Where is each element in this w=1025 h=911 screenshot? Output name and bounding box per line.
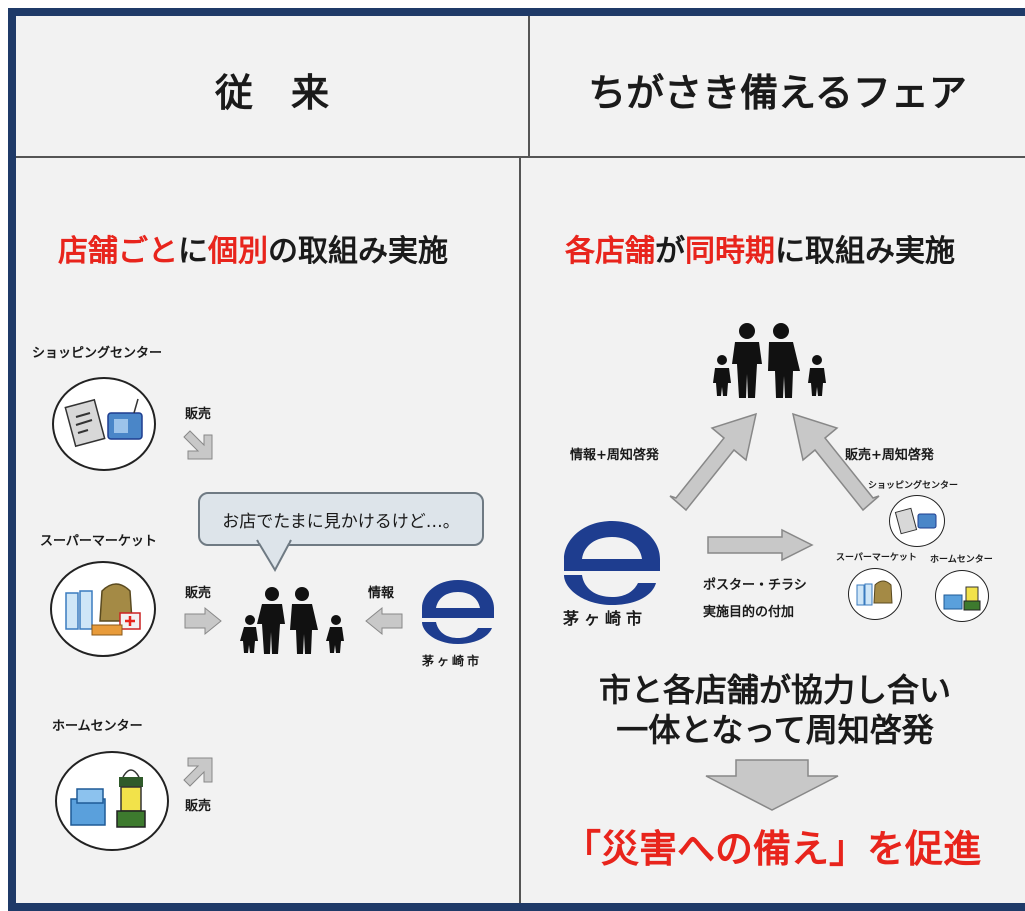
frame-border-left	[8, 8, 16, 911]
message-line-1: 市と各店舗が協力し合い	[598, 671, 951, 709]
right-store-label-shopping: ショッピングセンター	[868, 481, 959, 491]
speech-bubble: お店でたまに見かけるけど…。	[198, 492, 484, 546]
frame-border-top	[8, 8, 1025, 16]
divider-header	[528, 16, 530, 156]
left-sale-label-1: 販売	[185, 407, 212, 422]
arrow-up-right-large	[669, 412, 758, 512]
header-fair: ちがさき備えるフェア	[588, 71, 967, 115]
left-sale-label-2: 販売	[185, 586, 212, 601]
arrow-down-right	[183, 430, 213, 460]
right-city-name: 茅ヶ崎市	[563, 609, 648, 628]
message-line-2: 一体となって周知啓発	[616, 711, 934, 749]
purpose-label: 実施目的の付加	[703, 605, 795, 620]
shopping-center-goods-icon	[52, 377, 156, 471]
city-logo-icon	[422, 580, 494, 644]
store-name-home-center: ホームセンター	[52, 719, 143, 734]
right-sales-label: 販売+周知啓発	[845, 448, 934, 463]
supermarket-goods-icon	[50, 561, 156, 657]
supermarket-mini-icon	[848, 568, 902, 620]
arrow-up-right	[183, 757, 213, 787]
left-subtitle: 店舗ごとに個別の取組み実施	[58, 234, 448, 269]
poster-label: ポスター・チラシ	[703, 578, 807, 593]
city-logo-icon	[564, 521, 660, 605]
header-conventional: 従 来	[214, 71, 329, 115]
frame-border-bottom	[8, 903, 1025, 911]
speech-bubble-tail	[256, 539, 292, 573]
shopping-center-mini-icon	[889, 495, 945, 547]
divider-body	[519, 156, 521, 903]
bubble-text: お店でたまに見かけるけど…。	[222, 511, 460, 532]
right-store-label-home: ホームセンター	[930, 555, 993, 565]
arrow-down-large	[705, 759, 839, 811]
panel-background	[8, 8, 1025, 911]
arrow-left-info	[365, 606, 403, 636]
arrow-up-left-large	[791, 412, 880, 512]
family-icon	[713, 323, 826, 398]
left-sale-label-3: 販売	[185, 799, 212, 814]
family-icon	[240, 587, 344, 654]
arrow-right-large	[707, 528, 814, 562]
store-name-supermarket: スーパーマーケット	[40, 534, 157, 549]
arrow-right-sale	[184, 606, 222, 636]
right-info-label: 情報+周知啓発	[570, 448, 659, 463]
header-divider	[16, 156, 1025, 158]
home-center-goods-icon	[55, 751, 169, 851]
store-name-shopping-center: ショッピングセンター	[32, 346, 163, 361]
right-subtitle: 各店舗が同時期に取組み実施	[565, 234, 955, 269]
right-store-label-super: スーパーマーケット	[836, 553, 917, 563]
left-info-label: 情報	[368, 586, 395, 601]
result-text: 「災害への備え」を促進	[563, 827, 982, 871]
home-center-mini-icon	[935, 570, 989, 622]
left-city-name: 茅ヶ崎市	[422, 654, 483, 668]
